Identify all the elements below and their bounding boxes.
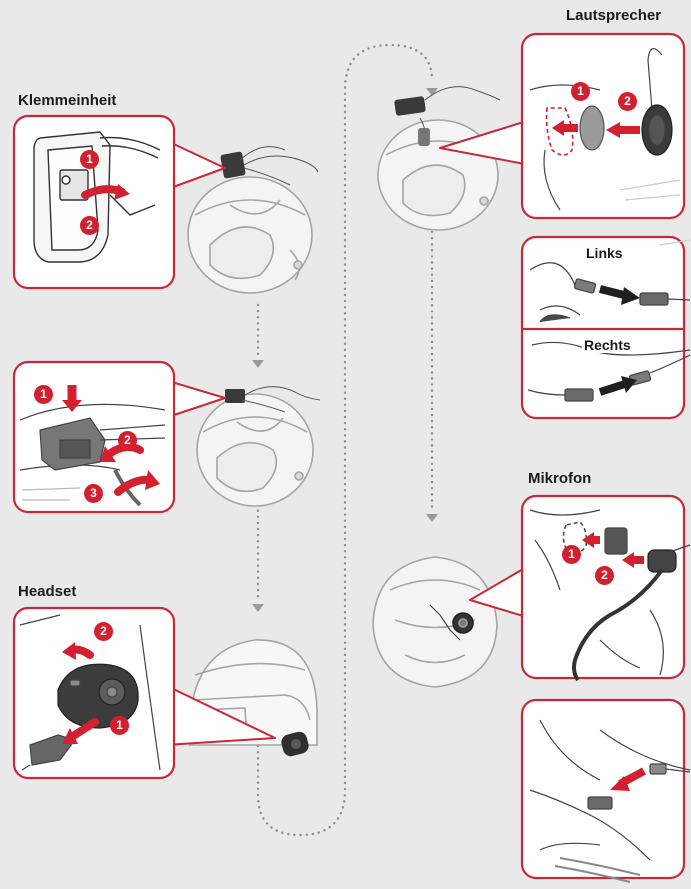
step-badge: 1 <box>571 82 590 101</box>
step-badge: 2 <box>595 566 614 585</box>
arrowhead <box>252 360 264 368</box>
clamp-unit-small <box>225 386 321 413</box>
helmet-illustration <box>372 556 498 688</box>
step-badge: 1 <box>80 150 99 169</box>
callout-speaker <box>439 32 686 220</box>
arrowhead <box>252 604 264 612</box>
callout-clamp-mounting <box>12 360 226 514</box>
step-badge: 2 <box>80 216 99 235</box>
label-left: Links <box>584 245 625 261</box>
step-badge: 2 <box>618 92 637 111</box>
callout-microphone <box>469 494 691 682</box>
clamp-unit-small <box>220 146 319 186</box>
section-title-clamp: Klemmeinheit <box>18 92 117 109</box>
speaker-unit-small <box>394 86 501 146</box>
step-badge: 2 <box>118 431 137 450</box>
helmet-illustration <box>187 176 313 294</box>
callout-clamp-unit <box>12 114 226 290</box>
step-badge: 1 <box>34 385 53 404</box>
step-badge: 3 <box>84 484 103 503</box>
helmet-illustration <box>196 393 314 507</box>
section-title-speaker: Lautsprecher <box>566 7 662 24</box>
flow-arrowheads <box>252 88 438 612</box>
step-badge: 1 <box>110 716 129 735</box>
arrowhead <box>426 514 438 522</box>
callout-speaker-connectors <box>520 235 691 420</box>
label-right: Rechts <box>582 337 633 353</box>
callout-microphone-connector <box>520 698 691 883</box>
section-title-headset: Headset <box>18 583 77 600</box>
headset-unit-small <box>281 731 309 757</box>
flow-path <box>256 43 434 837</box>
step-badge: 2 <box>94 622 113 641</box>
arrowhead <box>426 88 438 96</box>
step-badge: 1 <box>562 545 581 564</box>
callout-headset <box>12 606 276 780</box>
section-title-microphone: Mikrofon <box>528 470 592 487</box>
